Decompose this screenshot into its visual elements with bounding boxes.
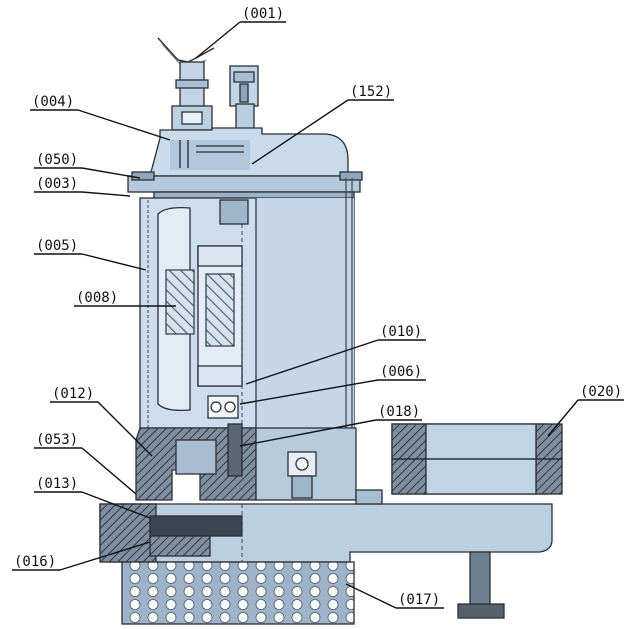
label-018: (018): [378, 404, 420, 420]
label-008: (008): [76, 290, 118, 306]
callout-017: (017): [345, 583, 444, 609]
label-012: (012): [52, 386, 94, 402]
pump-stand: [469, 551, 491, 609]
label-003: (003): [36, 176, 78, 192]
callout-016: (016): [12, 541, 151, 571]
label-010: (010): [380, 324, 422, 340]
callout-053: (053): [34, 432, 137, 495]
label-017: (017): [398, 592, 440, 608]
callout-020: (020): [547, 384, 624, 437]
callout-005: (005): [34, 238, 147, 271]
callout-004: (004): [30, 94, 171, 141]
mechanical-seal: [227, 423, 243, 477]
label-152: (152): [350, 84, 392, 100]
callout-013: (013): [34, 476, 151, 519]
label-016: (016): [14, 554, 56, 570]
label-050: (050): [36, 152, 78, 168]
top-flange: [127, 175, 361, 193]
callout-152: (152): [251, 84, 394, 165]
callout-008: (008): [74, 290, 176, 307]
label-001: (001): [242, 6, 284, 22]
callout-010: (010): [245, 324, 426, 385]
strainer: [121, 561, 355, 625]
callout-003: (003): [34, 176, 131, 197]
callout-018: (018): [239, 404, 422, 447]
label-005: (005): [36, 238, 78, 254]
label-006: (006): [380, 364, 422, 380]
callout-006: (006): [239, 364, 426, 405]
callout-012: (012): [50, 386, 153, 457]
callout-050: (050): [34, 152, 141, 179]
label-020: (020): [580, 384, 622, 400]
label-004: (004): [32, 94, 74, 110]
pump-body: [99, 37, 563, 625]
label-013: (013): [36, 476, 78, 492]
label-053: (053): [36, 432, 78, 448]
callout-001: (001): [195, 6, 286, 59]
